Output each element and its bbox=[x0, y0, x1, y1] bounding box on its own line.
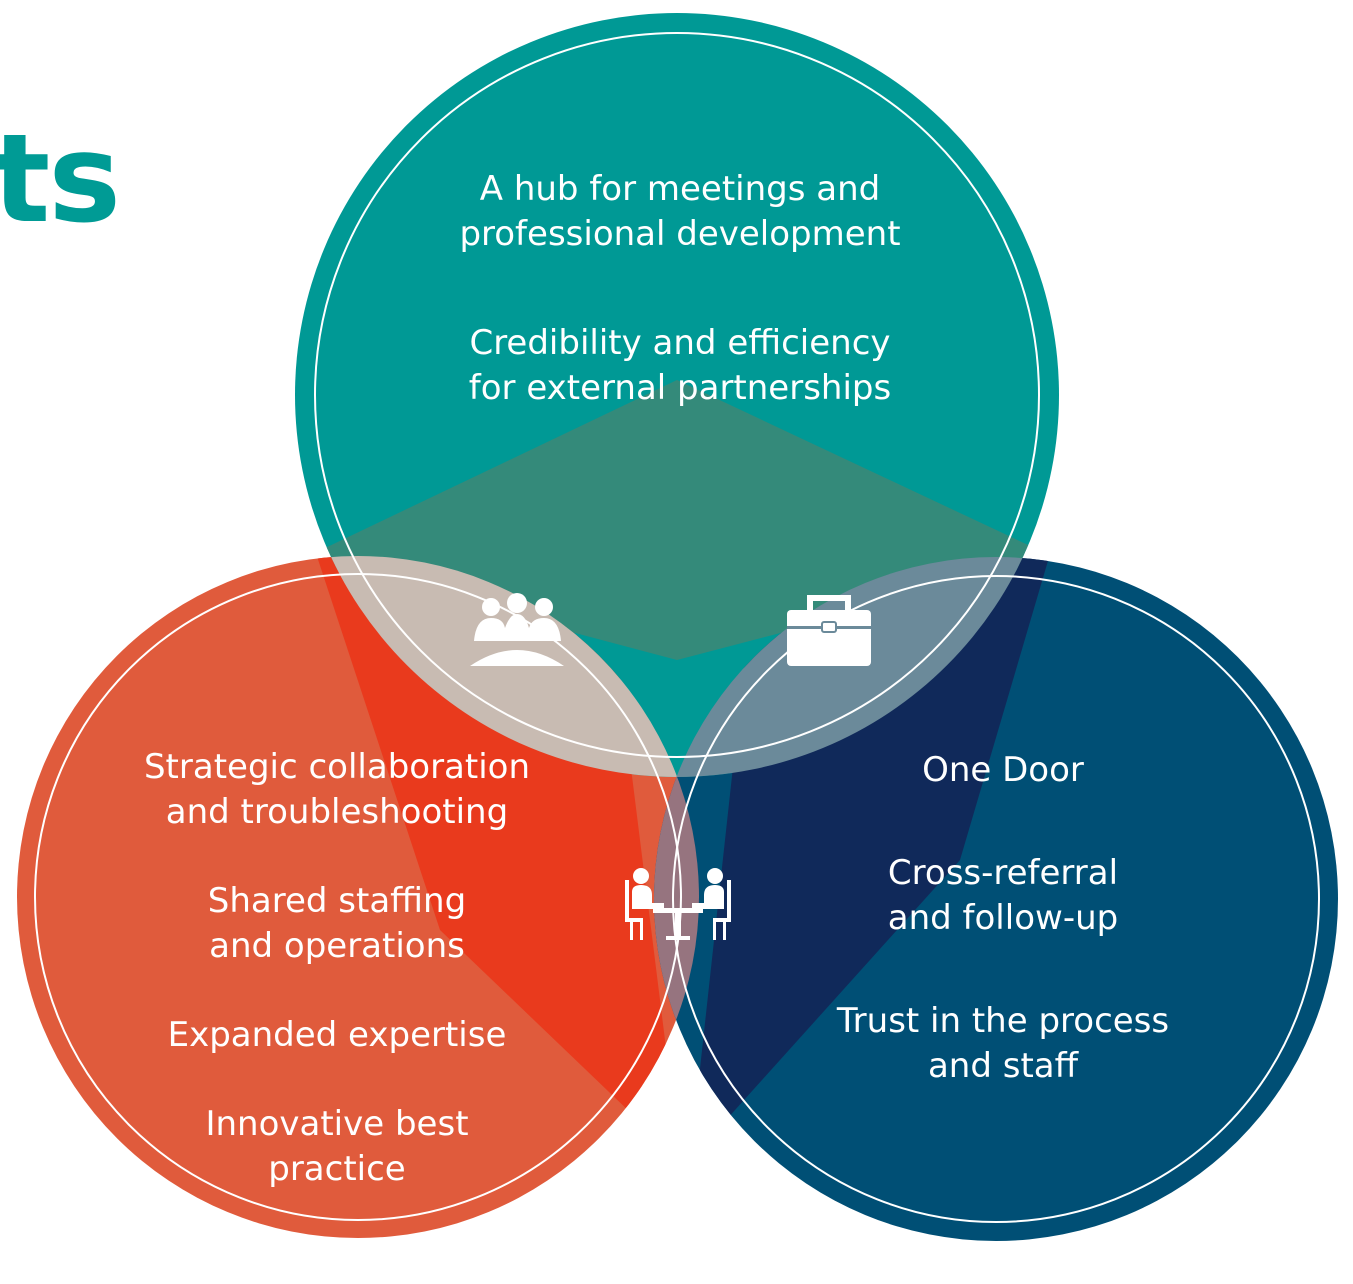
left-item-1: Strategic collaboration and troubleshoot… bbox=[143, 747, 531, 832]
page-heading: ts bbox=[0, 108, 121, 250]
top-circle-text: A hub for meetings and professional deve… bbox=[380, 167, 980, 411]
overlap-top-left bbox=[295, 556, 699, 777]
briefcase-icon bbox=[787, 595, 871, 666]
two-people-at-table-icon bbox=[625, 868, 731, 940]
left-item-3: Expanded expertise bbox=[167, 1015, 507, 1055]
left-item-2: Shared staffing and operations bbox=[207, 881, 467, 966]
top-item-2: Credibility and efficiency for external … bbox=[468, 323, 892, 408]
right-item-3: Trust in the process and staff bbox=[836, 1001, 1170, 1086]
right-circle-text: One Door Cross-referral and follow-up Tr… bbox=[703, 748, 1303, 1089]
right-item-2: Cross-referral and follow-up bbox=[887, 853, 1119, 938]
left-circle-text: Strategic collaboration and troubleshoot… bbox=[37, 745, 637, 1192]
right-item-1: One Door bbox=[922, 750, 1084, 790]
group-meeting-icon bbox=[470, 593, 564, 666]
left-circle-ring bbox=[34, 573, 682, 1221]
right-circle-ring bbox=[672, 575, 1320, 1223]
top-circle-ring bbox=[314, 32, 1040, 758]
top-item-1: A hub for meetings and professional deve… bbox=[459, 169, 901, 254]
left-item-4: Innovative best practice bbox=[205, 1104, 469, 1189]
overlap-top-right bbox=[654, 557, 1059, 777]
